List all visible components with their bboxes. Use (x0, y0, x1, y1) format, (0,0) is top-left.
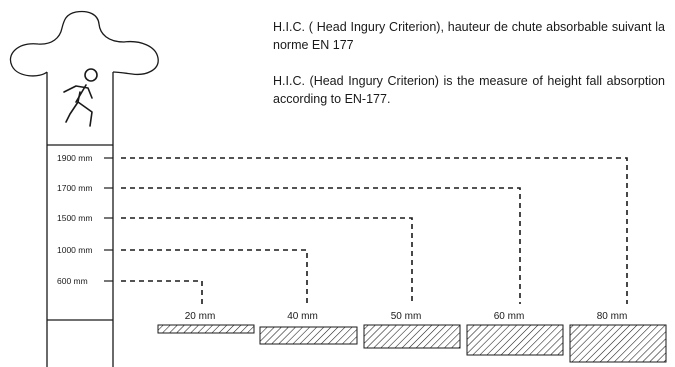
connector-1000-mm-to-40-mm (121, 249, 308, 304)
height-label-600-mm: 600 mm (57, 276, 88, 286)
connector-600-mm-to-20-mm (121, 280, 203, 304)
connector-1700-mm-to-60-mm (121, 187, 521, 304)
height-label-1500-mm: 1500 mm (57, 213, 92, 223)
running-child-icon (63, 68, 98, 127)
description-english: H.I.C. (Head Ingury Criterion) is the me… (273, 74, 665, 106)
thickness-label-80-mm: 80 mm (597, 311, 628, 322)
surfacing-tiles: 20 mm 40 mm 50 mm 60 mm 80 mm (157, 311, 667, 363)
tile-80-mm (569, 324, 667, 363)
connector-lines (121, 157, 628, 304)
connector-1900-mm-to-80-mm (121, 157, 628, 304)
tile-20-mm (157, 324, 255, 334)
height-label-1700-mm: 1700 mm (57, 183, 92, 193)
height-label-1000-mm: 1000 mm (57, 245, 92, 255)
description-french: H.I.C. ( Head Ingury Criterion), hauteur… (273, 20, 665, 52)
thickness-label-50-mm: 50 mm (391, 311, 422, 322)
playground-post-icon (9, 10, 159, 367)
thickness-label-60-mm: 60 mm (494, 311, 525, 322)
connector-1500-mm-to-50-mm (121, 217, 413, 304)
thickness-label-40-mm: 40 mm (287, 311, 318, 322)
thickness-label-20-mm: 20 mm (185, 311, 216, 322)
height-scale: 1900 mm 1700 mm 1500 mm 1000 mm 600 mm (57, 153, 113, 286)
tile-40-mm (259, 326, 358, 345)
height-label-1900-mm: 1900 mm (57, 153, 92, 163)
tile-50-mm (363, 324, 461, 349)
tile-60-mm (466, 324, 564, 356)
